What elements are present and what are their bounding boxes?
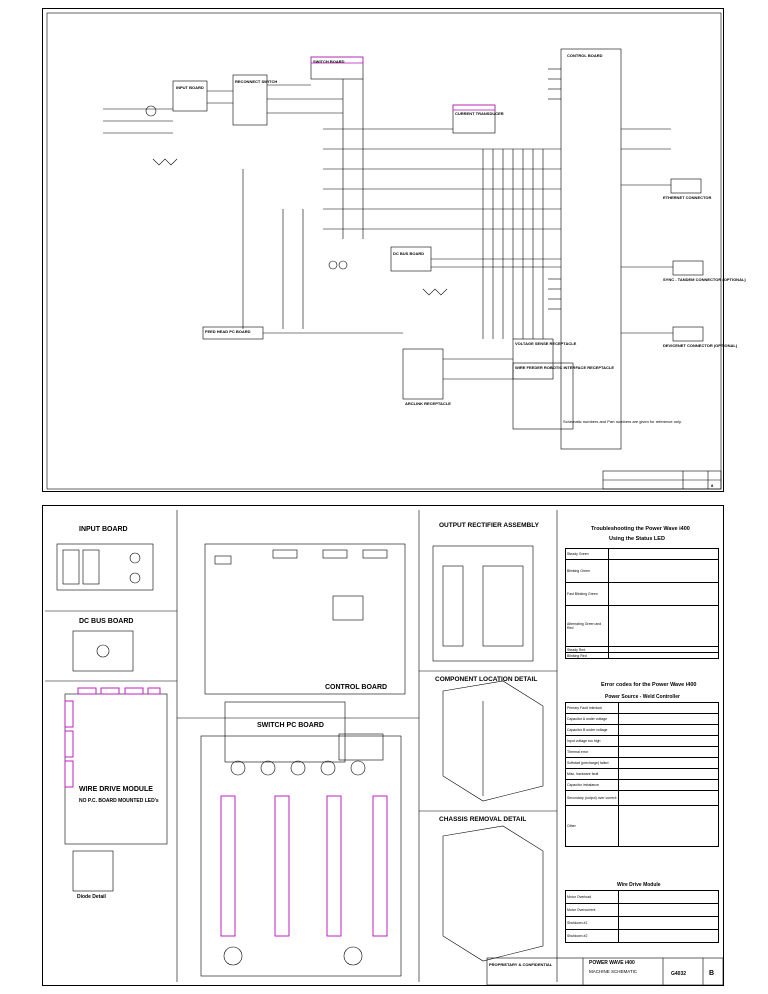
table-row: Fast Blinking Green [565,582,719,606]
power-source-header: Power Source - Weld Controller [605,694,680,700]
title-block-sub: MACHINE SCHEMATIC [589,969,638,974]
feed-head-pc-board-label: FEED HEAD PC BOARD [205,329,251,334]
error-cell: Softstart (precharge) failed [565,757,619,769]
proprietary-label: PROPRIETARY & CONFIDENTIAL [489,962,553,967]
error-cell: Capacitor A under voltage [565,713,619,725]
status-led-cell: Steady Green [565,548,609,560]
switch-pc-board-title: SWITCH PC BOARD [257,722,324,729]
status-led-table: Steady Green Blinking Green Fast Blinkin… [565,548,719,659]
switch-board-label: SWITCH BOARD [313,59,345,64]
status-led-cell: Fast Blinking Green [565,582,609,606]
input-board-label: INPUT BOARD [176,85,204,90]
error-cell: Capacitor imbalance [565,779,619,791]
schematic-wiring [46,12,722,490]
status-led-cell: Blinking Green [565,559,609,583]
schematic-sheet-1: INPUT BOARD RECONNECT SWITCH SWITCH BOAR… [42,8,746,492]
diode-detail-label: Diode Detail [77,894,106,900]
error-codes-table: Primary Fault Interlock Capacitor A unde… [565,702,719,847]
table-row: Capacitor A under voltage [565,713,719,725]
control-board-label: CONTROL BOARD [567,53,603,58]
layout-drawings [45,510,724,986]
component-location-title: COMPONENT LOCATION DETAIL [435,676,538,683]
dc-bus-board-title: DC BUS BOARD [79,618,134,625]
dc-bus-board-label: DC BUS BOARD [393,251,425,256]
voltage-sense-receptacle-label: VOLTAGE SENSE RECEPTACLE [515,341,577,346]
sync-tandem-connector-label: SYNC - TANDEM CONNECTOR (OPTIONAL) [663,277,746,282]
table-row: Other [565,805,719,847]
status-led-cell: Alternating Green and Red [565,605,609,647]
table-row: Capacitor B under voltage [565,724,719,736]
current-transducer-label: CURRENT TRANSDUCER [455,111,504,116]
table-row: Shutdown #2 [565,929,719,943]
schematic-sheet-2: INPUT BOARD DC BUS BOARD WIRE DRIVE MODU… [42,505,724,986]
control-board-title: CONTROL BOARD [325,684,388,691]
table-row: Blinking Green [565,559,719,583]
error-cell: Thermal error [565,746,619,758]
status-led-cell: Blinking Red [565,652,609,659]
wire-drive-cell: Shutdown #2 [565,929,619,943]
chassis-removal-title: CHASSIS REMOVAL DETAIL [439,816,527,823]
arclink-receptacle-label: ARCLINK RECEPTACLE [405,401,451,406]
ethernet-connector-label: ETHERNET CONNECTOR [663,195,712,200]
error-cell: Misc. hardware fault [565,768,619,780]
wire-drive-cell: Motor Overload [565,890,619,904]
sheet-number: 8 [711,483,714,488]
error-cell: Other [565,805,619,847]
input-board-title: INPUT BOARD [79,526,128,533]
wire-drive-cell: Shutdown #1 [565,916,619,930]
error-cell: Primary Fault Interlock [565,702,619,714]
table-row: Motor Overload [565,890,719,904]
drawing-number: G4032 [671,971,687,977]
table-row: Softstart (precharge) failed [565,757,719,769]
schematic-note: Schematic numbers and Part numbers are g… [563,419,682,424]
output-rectifier-title: OUTPUT RECTIFIER ASSEMBLY [439,522,539,529]
table-row: Input voltage too high [565,735,719,747]
reconnect-switch-label: RECONNECT SWITCH [235,79,278,84]
status-led-title: Using the Status LED [609,536,665,542]
table-row: Steady Green [565,548,719,560]
revision-letter: B [709,970,715,977]
no-pc-board-leds-label: NO P.C. BOARD MOUNTED LED's [79,798,159,804]
troubleshooting-title: Troubleshooting the Power Wave i400 [591,526,690,532]
table-row: Blinking Red [565,652,719,659]
wire-drive-table: Motor Overload Motor Overcurrent Shutdow… [565,890,719,943]
table-row: Misc. hardware fault [565,768,719,780]
wire-drive-cell: Motor Overcurrent [565,903,619,917]
wire-drive-module-title: WIRE DRIVE MODULE [79,786,153,793]
table-row: Primary Fault Interlock [565,702,719,714]
error-codes-title: Error codes for the Power Wave i400 [601,682,697,688]
devicenet-connector-label: DEVICENET CONNECTOR (OPTIONAL) [663,343,738,348]
error-cell: Capacitor B under voltage [565,724,619,736]
table-row: Capacitor imbalance [565,779,719,791]
table-row: Shutdown #1 [565,916,719,930]
table-row: Motor Overcurrent [565,903,719,917]
table-row: Secondary (output) over current [565,790,719,806]
table-row: Thermal error [565,746,719,758]
wire-drive-module-header: Wire Drive Module [617,882,661,888]
title-block-name: POWER WAVE i400 [589,960,635,966]
wire-feeder-receptacle-label: WIRE FEEDER ROBOTIC INTERFACE RECEPTACLE [515,365,615,370]
table-row: Alternating Green and Red [565,605,719,647]
error-cell: Secondary (output) over current [565,790,619,806]
error-cell: Input voltage too high [565,735,619,747]
